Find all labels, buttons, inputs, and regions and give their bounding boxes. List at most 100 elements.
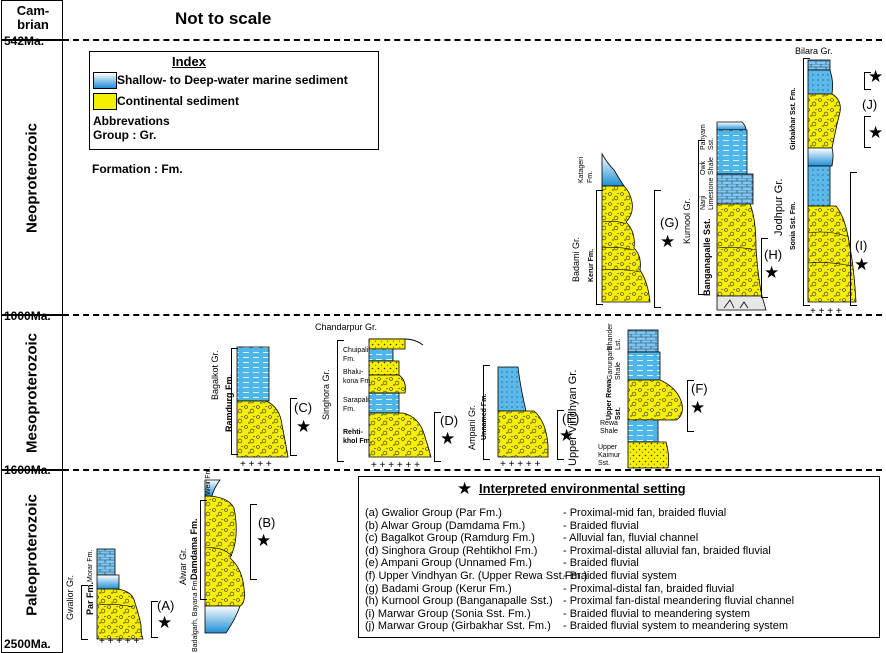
narji-label: Narji Limestone [700,177,715,210]
cambrian-label: Cam- brian [16,3,50,32]
star-e: ★ [559,426,575,445]
env-row-left: (f) Upper Vindhyan Gr. (Upper Rewa Sst.F… [365,570,588,582]
c-bracket [290,398,297,456]
tag-c: (C) [294,400,313,415]
singhora-bracket [337,340,344,462]
kurnool-group-label: Kurnool Gr. [682,198,692,244]
legend-marine-label: Shallow- to Deep-water marine sediment [117,73,348,87]
badami-column [601,152,651,303]
star-j: ★ [868,123,884,142]
star-f: ★ [690,398,706,417]
badami-group-label: Badami Gr. [571,236,581,282]
era-neoproterozoic: Neoproterozoic [23,122,41,234]
env-row-left: (d) Singhora Group (Rehtikhol Fm.) [365,544,538,557]
upper-kaimur-label: Upper Kaimur Sst. [598,444,621,467]
legend-title: Index [172,54,206,69]
env-row-left: (a) Gwalior Group (Par Fm.) [365,507,502,519]
svg-text:+ + + + + +: + + + + + + [371,460,420,471]
upper-rewa-label: Upper Rewa Sst. [606,379,622,420]
katageri-fm-label: Katageri Fm. [578,156,594,183]
star-h: ★ [764,263,780,282]
singhora-column: + + + + + + [368,338,432,471]
e-bracket [557,410,564,460]
bagalkot-column: + + + + [236,346,289,470]
tag-h: (H) [764,247,783,262]
star-c: ★ [296,417,312,436]
env-row-left: (g) Badami Group (Kerur Fm.) [365,582,512,595]
badami-bracket [596,190,603,305]
tag-g: (G) [660,215,679,230]
env-row-right: - Braided fluvial system to meandering s… [563,620,788,633]
bhalukona-fm-label: Bhalu-kona Fm. [343,369,373,385]
env-row-right: - Proximal fan-distal meandering fluvial… [563,595,795,608]
age-2500: 2500Ma. [4,637,51,651]
ampani-column: + + + + + [497,366,549,470]
ganurgarh-label: Ganurgarh Shale [607,346,622,380]
age-1000: 1000Ma. [4,309,51,323]
kurnool-column [716,121,767,311]
env-row-right: - Braided fluvial [563,557,639,570]
env-row-left: (b) Alwar Group (Damdama Fm.) [365,519,526,532]
f-bracket [687,380,694,432]
tag-e: (E) [562,411,580,426]
mesoproterozoic-cell: Mesoproterozoic [1,315,63,470]
star-b: ★ [256,531,272,550]
alwar-bracket [200,500,207,600]
neoproterozoic-cell: Neoproterozoic [1,40,63,315]
svg-text:+ + + +: + + + + [810,306,842,316]
boundary-542 [63,39,882,41]
rehtikhol-fm-label: Rehti-khol Fm. [343,429,372,445]
chandarpur-gr-label: Chandarpur Gr. [315,322,378,332]
j-upper-bracket [864,72,871,90]
boundary-1000 [63,314,882,316]
banganapalle-label: Banganapalle Sst. [702,218,712,296]
ampani-bracket [483,365,490,460]
alwar-column [204,479,245,634]
age-1600: 1600Ma. [4,463,51,477]
rewa-shale-label: Rewa Shale [600,420,618,435]
marine-swatch [93,72,117,89]
star-j-upper: ★ [868,67,884,86]
jodhpur-column: + + + + [807,59,857,316]
jodhpur-bracket [803,58,810,306]
j-lower-bracket [864,116,871,148]
abbr-formation: Formation : Fm. [92,162,183,176]
era-paleoproterozoic: Paleoproterozoic [23,494,41,616]
alwar-group-label: Alwar Gr. [178,547,188,585]
svg-text:+ + + + +: + + + + + [500,459,540,470]
continental-swatch [93,93,117,110]
vindhyan-column [627,329,683,469]
damdama-fm-label: Damdama Fm. [189,518,199,580]
par-fm-label: Par Fm. [85,581,95,615]
weir-fm-label: Weir Fm. [205,466,212,495]
env-row-right: - Proximal-distal alluvial fan, braided … [563,544,771,557]
a-bracket [151,601,158,638]
ampani-group-label: Ampani Gr. [467,404,477,450]
star-a: ★ [157,613,173,632]
d-bracket [434,412,441,462]
ramdurg-fm-label: Ramdurg Fm. [224,373,234,432]
abbr-title: Abbrevations [93,114,170,128]
star-d: ★ [440,429,456,448]
svg-text:+ + + + +: + + + + + [99,636,139,645]
star-g: ★ [660,232,676,251]
cambrian-cell: Cam- brian [1,0,63,40]
legend-continental-label: Continental sediment [117,94,240,108]
gwalior-bracket [81,585,88,640]
panyam-label: Panyam Sst. [700,124,715,150]
tag-d: (D) [440,413,459,428]
sarapali-fm-label: Sarapali Fm. [343,397,369,413]
env-row-right: - Alluvial fan, fluvial channel [563,532,699,545]
bagalkot-bracket [231,348,238,455]
env-row-right: - Proximal-mid fan, braided fluvial [563,507,727,519]
environment-box: ★ Interpreted environmental setting (a) … [358,476,880,638]
morar-fm-label: Morar Fm. [87,549,94,582]
gwalior-column: + + + + + [96,548,144,645]
not-to-scale-label: Not to scale [175,9,272,28]
env-row-left: (e) Ampani Group (Unnamed Fm.) [365,557,532,570]
sonia-label: Sonia Sst. Fm. [790,201,797,250]
env-row-left: (i) Marwar Group (Sonia Sst. Fm.) [365,607,531,620]
boundary-1600 [63,469,882,471]
legend-box: Index Shallow- to Deep-water marine sedi… [89,51,379,150]
